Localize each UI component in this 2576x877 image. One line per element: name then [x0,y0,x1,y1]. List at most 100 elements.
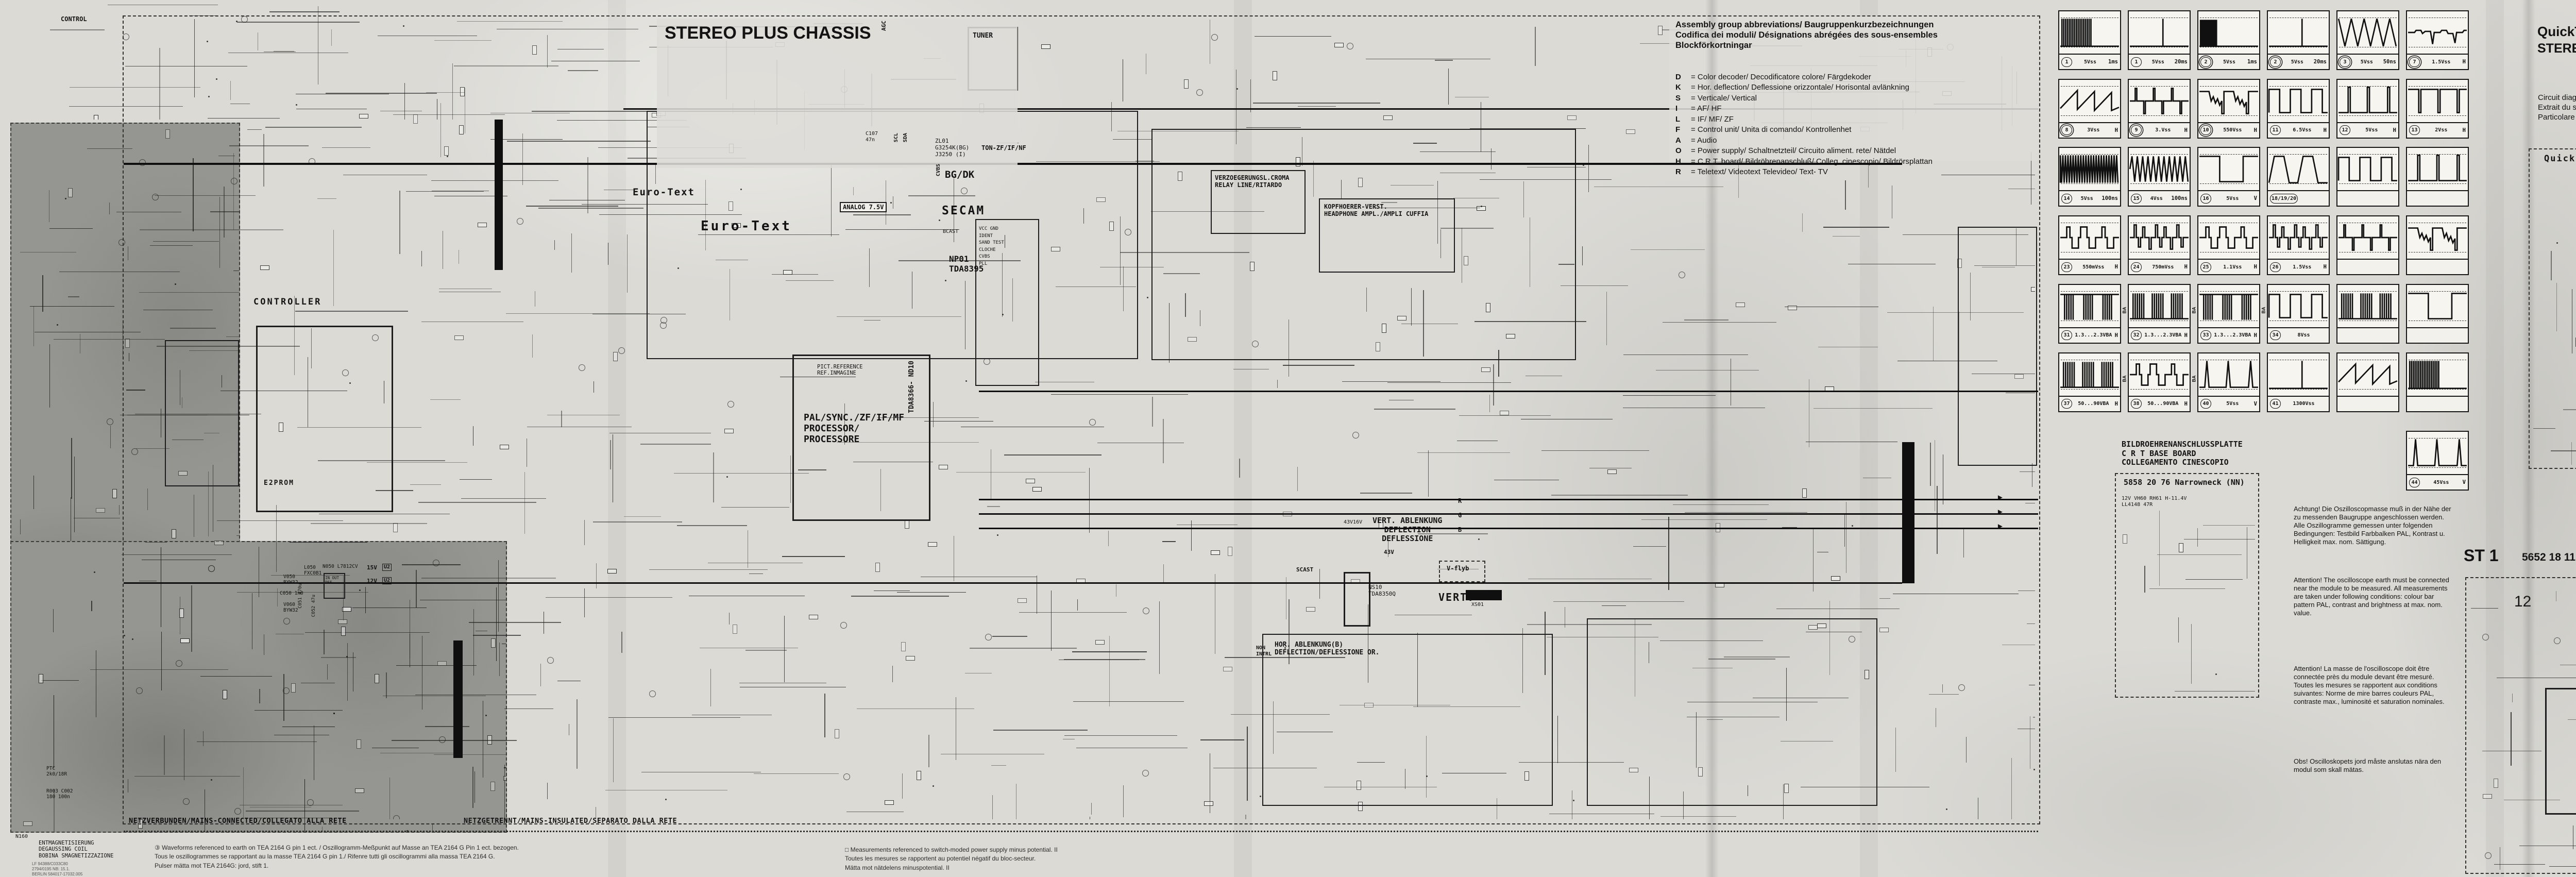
oscillogram-voltage: 1300Vss [2293,401,2315,407]
st1-part: 5652 18 11 [2522,551,2575,563]
oscillogram-trace [2198,11,2259,55]
oscillogram-timebase: 20ms [2313,59,2327,65]
oscillogram-voltage: 5Vss [2365,127,2378,133]
oscillogram-voltage: 1.1Vss [2223,264,2242,270]
legend-key: H [1675,157,1681,166]
oscillogram-trace [2337,148,2398,192]
oscillogram-voltage: 50...90VBA [2078,401,2109,407]
oscillogram-caption: 1 5Vss 20ms BA [2129,55,2190,69]
bus-line [979,391,2038,392]
oscillogram-trace [2268,353,2329,397]
oscillogram-trace [2337,216,2398,260]
oscillogram-timebase: H [2114,127,2118,133]
quicktext-box-label: Quick-Text [2544,154,2576,164]
scl-label: SCL [893,133,899,143]
oscillogram-voltage: 550Vss [2223,127,2242,133]
oscillogram-number: 2 [2270,57,2281,67]
oscillogram-number: 24 [2131,262,2142,272]
oscillogram-cell: 11 6.5Vss H BA [2267,78,2330,139]
oscillogram-timebase: 100ns [2102,195,2118,202]
rgb-labels: R G B [1458,497,1462,533]
oscillogram-number: 14 [2061,193,2072,204]
15v-output: 15V [367,564,377,571]
ton-zf-label: TON-ZF/IF/NF [981,144,1026,151]
cvbs-label: CVBS [936,164,941,177]
oscillogram-caption: 31 1.3...2.3VBA H BA [2059,307,2127,343]
oscillogram-trace [2268,79,2329,123]
oscillogram-trace [2337,284,2398,328]
oscillogram-caption: 26 1.5Vss H BA [2268,260,2329,274]
oscillogram-number: 8 [2061,125,2072,136]
oscillogram-timebase: V [2253,195,2257,202]
oscillogram-voltage: 45Vss [2433,479,2449,485]
quicktext-notes: Circuit diagram section/Schaltbildaussch… [2538,93,2576,122]
legend-key: O [1675,146,1682,156]
oscillogram-cell: BA [2406,215,2469,276]
oscillogram-trace [2337,79,2398,123]
oscillogram-trace [2407,353,2468,397]
oscillogram-number: 26 [2270,262,2281,272]
oscillogram-caption: BA [2407,260,2468,274]
oscillogram-cell: 8 3Vss H BA [2058,78,2121,139]
arrow-icon: ► [1996,522,2004,531]
analog-7v5-label: ANALOG 7.5V [840,202,887,213]
oscillogram-trace [2059,79,2120,123]
oscillogram-trace [2268,148,2329,192]
oscillogram-caption: 25 1.1Vss H BA [2198,260,2259,274]
n160-label: N160 [15,834,28,839]
oscillogram-timebase: H [2253,127,2257,133]
r003-label: R003 C002 180 100n [46,788,73,800]
zl01-label: ZL01 G3254K(BG) J3250 (I) [935,138,970,158]
ba-tag: BA [2191,375,2197,382]
oscillogram-timebase: H [2253,264,2257,271]
legend-key: S [1675,93,1681,103]
oscillogram-cell: 33 1.3...2.3VBA H BA [2197,283,2266,344]
degaussing-label: ENTMAGNETISIERUNG DEGAUSSING COIL BOBINA… [39,840,114,859]
v050-label: V050 BYW32 [283,574,298,586]
oscillogram-number: 1 [2131,57,2142,67]
oscillogram-voltage: 550mVss [2082,264,2105,270]
oscillogram-cell: 38 50...90VBA H BA [2128,352,2197,412]
oscillogram-cell: 34 8Vss BA [2267,283,2330,344]
oscillogram-cell: BA [2336,352,2399,412]
oscillogram-caption: BA [2407,397,2468,411]
oscillogram-cell: 44 45Vss V BA [2406,431,2469,491]
legend-entry: I= AF/ HF [1675,104,1933,114]
oscillogram-caption: 18/19/20 BA [2268,191,2329,206]
ptc-label: PTC 2k0/18R [46,766,67,778]
oscillogram-number: 34 [2270,330,2281,341]
oscillogram-number: 23 [2061,262,2072,272]
oscillogram-trace [2059,284,2120,328]
oscillogram-caption: 14 5Vss 100ns BA [2059,191,2120,206]
module-outline [165,340,239,486]
oscillogram-trace [2129,353,2190,397]
oscillogram-cell: 26 1.5Vss H BA [2267,215,2330,276]
oscillogram-caption: 11 6.5Vss H BA [2268,123,2329,138]
oscillogram-number: 38 [2131,399,2142,409]
oscillogram-cell: 14 5Vss 100ns BA [2058,147,2121,207]
v-flyback-label: V-flyb [1447,565,1469,572]
oscillogram-cell: 31 1.3...2.3VBA H BA [2058,283,2127,344]
crt-board-components: 12V VH60 RH61 H-11.4V LL4148 47R [2122,496,2187,508]
oscillogram-number: 9 [2131,125,2142,136]
oscillogram-timebase: 1ms [2247,59,2257,65]
legend-entry: K= Hor. deflection/ Deflessione orizzont… [1675,82,1933,93]
oscillogram-number: 41 [2270,399,2281,409]
note-attention-en: Attention! The oscilloscope earth must b… [2294,576,2449,617]
measurement-footnote: □ Measurements referenced to switch-mode… [845,846,1058,871]
oscillogram-timebase: H [2323,127,2327,133]
oscillogram-timebase: H [2462,127,2466,133]
legend-entry: S = Verticale/ Vertical [1675,93,1933,104]
oscillogram-voltage: 2Vss [2435,127,2448,133]
oscillogram-cell: 1 5Vss 1ms BA [2058,10,2121,70]
oscillogram-voltage: 5Vss [2223,59,2236,65]
oscillogram-cell: 7 1.5Vss H BA [2406,10,2469,70]
oscillogram-extra: 44 45Vss V BA [2406,431,2478,493]
legend-text: = Teletext/ Videotext Televideo/ Text- T… [1691,167,1828,177]
oscillogram-caption: 3 5Vss 50ns BA [2337,55,2398,69]
oscillogram-caption: 33 1.3...2.3VBA H BA [2198,307,2266,343]
legend-text: = Verticale/ Vertical [1691,93,1757,103]
oscillogram-cell: 16 5Vss V BA [2197,147,2260,207]
oscillogram-trace [2129,148,2190,192]
